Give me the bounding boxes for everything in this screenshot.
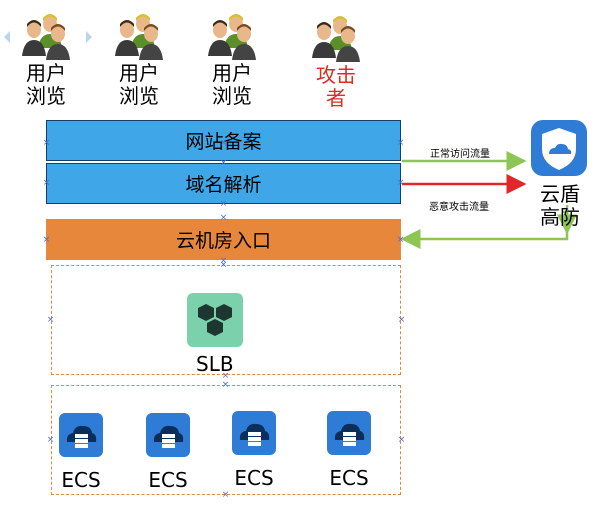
handle-mark: × — [221, 490, 230, 500]
ecs-label: ECS — [234, 466, 274, 490]
handle-mark: × — [396, 235, 405, 245]
users-icon — [115, 14, 163, 60]
handle-mark: × — [219, 213, 228, 223]
ecs-icon — [59, 413, 103, 457]
handle-mark: × — [219, 199, 228, 209]
ecs-instance: ECS — [319, 410, 379, 490]
handle-mark: × — [219, 260, 228, 270]
handle-mark: × — [219, 158, 228, 168]
handle-mark: × — [396, 178, 405, 188]
handle-mark: × — [219, 256, 228, 266]
right-arrow-icon — [86, 31, 92, 43]
user-label: 用户 浏览 — [212, 61, 252, 108]
left-arrow-icon — [4, 31, 10, 43]
ecs-instance: ECS — [224, 410, 284, 490]
dns-label: 域名解析 — [185, 174, 262, 196]
attacker-group: 攻击 者 — [306, 14, 366, 110]
ecs-instance: ECS — [51, 412, 111, 492]
malicious-flow-label: 恶意攻击流量 — [429, 202, 489, 213]
website-filing-label: 网站备案 — [185, 131, 262, 153]
user-group-2: 用户 浏览 — [109, 12, 169, 108]
shield-icon — [531, 120, 587, 176]
attackers-icon — [312, 16, 360, 62]
slb-label: SLB — [196, 352, 234, 376]
handle-mark: × — [46, 315, 55, 325]
slb-container — [51, 265, 401, 375]
handle-mark: × — [219, 138, 228, 148]
cloud-entry-bar: 云机房入口 — [46, 219, 401, 260]
ecs-label: ECS — [61, 468, 101, 492]
cloud-entry-label: 云机房入口 — [175, 230, 271, 252]
ecs-icon — [327, 411, 371, 455]
user-label: 用户 浏览 — [119, 61, 159, 108]
handle-mark: × — [221, 371, 230, 381]
user-group-3: 用户 浏览 — [202, 12, 262, 108]
handle-mark: × — [42, 235, 51, 245]
ecs-label: ECS — [329, 466, 369, 490]
ecs-instance: ECS — [138, 412, 198, 492]
handle-mark: × — [221, 380, 230, 390]
handle-mark: × — [42, 138, 51, 148]
user-label: 用户 浏览 — [26, 61, 66, 108]
ecs-icon — [146, 413, 190, 457]
user-group-1: 用户 浏览 — [16, 12, 76, 108]
slb-icon — [187, 293, 243, 347]
handle-mark: × — [46, 435, 55, 445]
ecs-label: ECS — [148, 468, 188, 492]
handle-mark: × — [396, 138, 405, 148]
normal-flow-label: 正常访问流量 — [430, 149, 490, 160]
users-icon — [22, 14, 70, 60]
dns-bar: 域名解析 — [46, 163, 401, 204]
attacker-label: 攻击 者 — [316, 63, 356, 110]
users-icon — [208, 14, 256, 60]
website-filing-bar: 网站备案 — [46, 120, 401, 161]
ecs-container — [51, 385, 401, 495]
protection-label: 云盾 高防 — [540, 182, 580, 229]
handle-mark: × — [397, 435, 406, 445]
ecs-icon — [232, 411, 276, 455]
handle-mark: × — [397, 315, 406, 325]
handle-mark: × — [42, 178, 51, 188]
